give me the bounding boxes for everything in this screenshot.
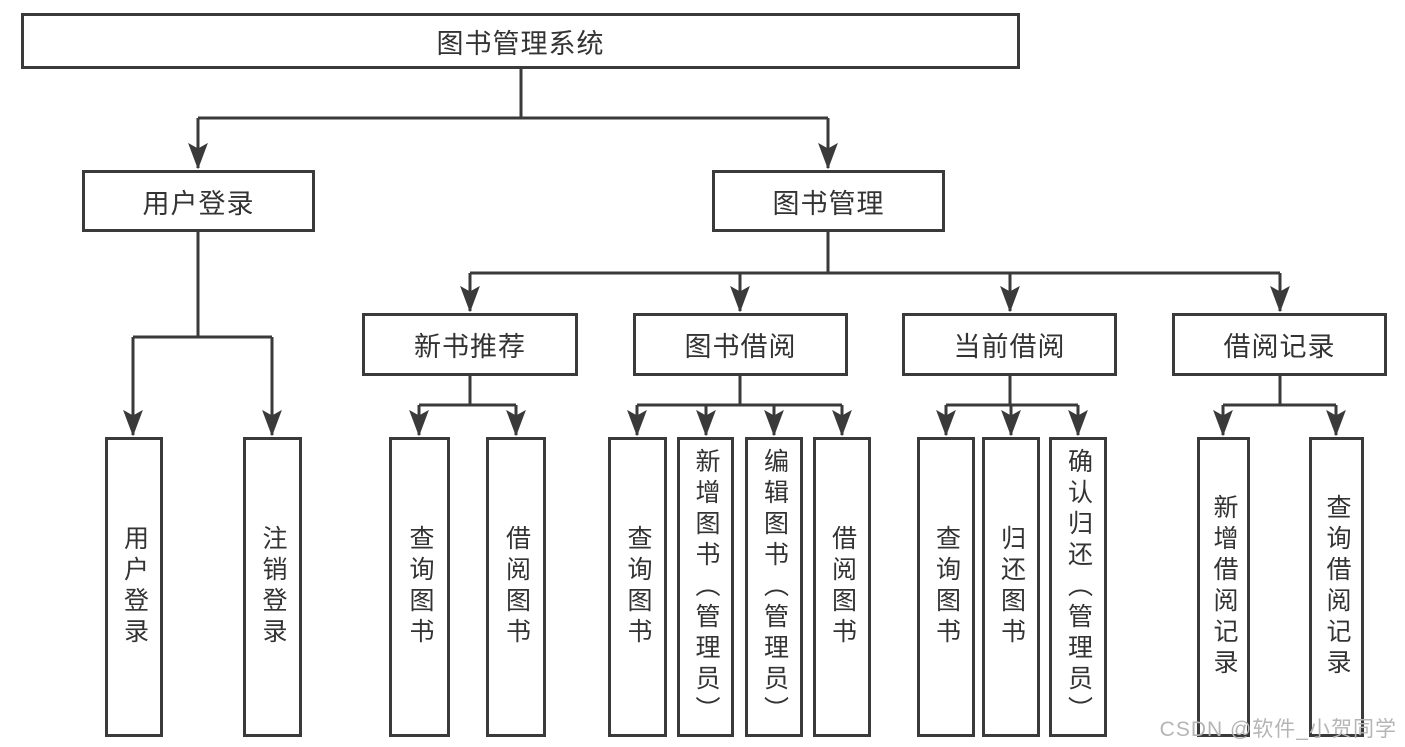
leaf-borrow-query-books-label: 查询图书 — [624, 525, 652, 649]
node-book-management: 图书管理 — [712, 170, 945, 232]
leaf-user-login: 用户登录 — [105, 437, 163, 737]
leaf-current-query-books-label: 查询图书 — [932, 525, 961, 649]
leaf-logout-label: 注销登录 — [259, 525, 287, 649]
node-new-book-recommend: 新书推荐 — [362, 313, 578, 376]
leaf-newbook-query-books-label: 查询图书 — [406, 525, 434, 649]
node-borrow-records-label: 借阅记录 — [1223, 332, 1336, 362]
leaf-current-return-books: 归还图书 — [982, 437, 1040, 737]
leaf-user-login-label: 用户登录 — [120, 525, 149, 649]
node-book-management-label: 图书管理 — [772, 188, 885, 219]
node-user-login-group-label: 用户登录 — [142, 188, 255, 219]
leaf-current-confirm-return-admin-label: 确认归还（管理员） — [1064, 447, 1093, 727]
leaf-records-query-record-label: 查询借阅记录 — [1323, 494, 1351, 680]
node-book-borrowing: 图书借阅 — [633, 313, 848, 376]
node-book-borrowing-label: 图书借阅 — [684, 332, 797, 362]
leaf-borrow-edit-books-admin-label: 编辑图书（管理员） — [760, 447, 789, 727]
node-library-system: 图书管理系统 — [21, 13, 1020, 69]
leaf-newbook-borrow-books: 借阅图书 — [486, 437, 546, 737]
node-library-system-label: 图书管理系统 — [436, 28, 605, 59]
leaf-records-add-record: 新增借阅记录 — [1197, 437, 1250, 737]
leaf-current-confirm-return-admin: 确认归还（管理员） — [1049, 437, 1107, 737]
node-user-login-group: 用户登录 — [82, 170, 315, 232]
node-current-borrowing-label: 当前借阅 — [953, 332, 1066, 362]
leaf-borrow-borrow-books-label: 借阅图书 — [828, 525, 857, 649]
leaf-newbook-borrow-books-label: 借阅图书 — [502, 525, 531, 649]
leaf-records-add-record-label: 新增借阅记录 — [1210, 494, 1238, 680]
leaf-borrow-query-books: 查询图书 — [608, 437, 667, 737]
watermark: CSDN @软件_小贺同学 — [1159, 718, 1397, 741]
leaf-borrow-edit-books-admin: 编辑图书（管理员） — [745, 437, 803, 737]
leaf-newbook-query-books: 查询图书 — [389, 437, 450, 737]
node-borrow-records: 借阅记录 — [1172, 313, 1387, 376]
leaf-logout: 注销登录 — [243, 437, 302, 737]
leaf-borrow-add-books-admin-label: 新增图书（管理员） — [692, 447, 720, 727]
leaf-borrow-add-books-admin: 新增图书（管理员） — [677, 437, 734, 737]
leaf-current-query-books: 查询图书 — [917, 437, 975, 737]
node-current-borrowing: 当前借阅 — [902, 313, 1117, 376]
leaf-current-return-books-label: 归还图书 — [997, 525, 1026, 649]
leaf-borrow-borrow-books: 借阅图书 — [813, 437, 871, 737]
leaf-records-query-record: 查询借阅记录 — [1309, 437, 1364, 737]
node-new-book-recommend-label: 新书推荐 — [414, 332, 526, 362]
